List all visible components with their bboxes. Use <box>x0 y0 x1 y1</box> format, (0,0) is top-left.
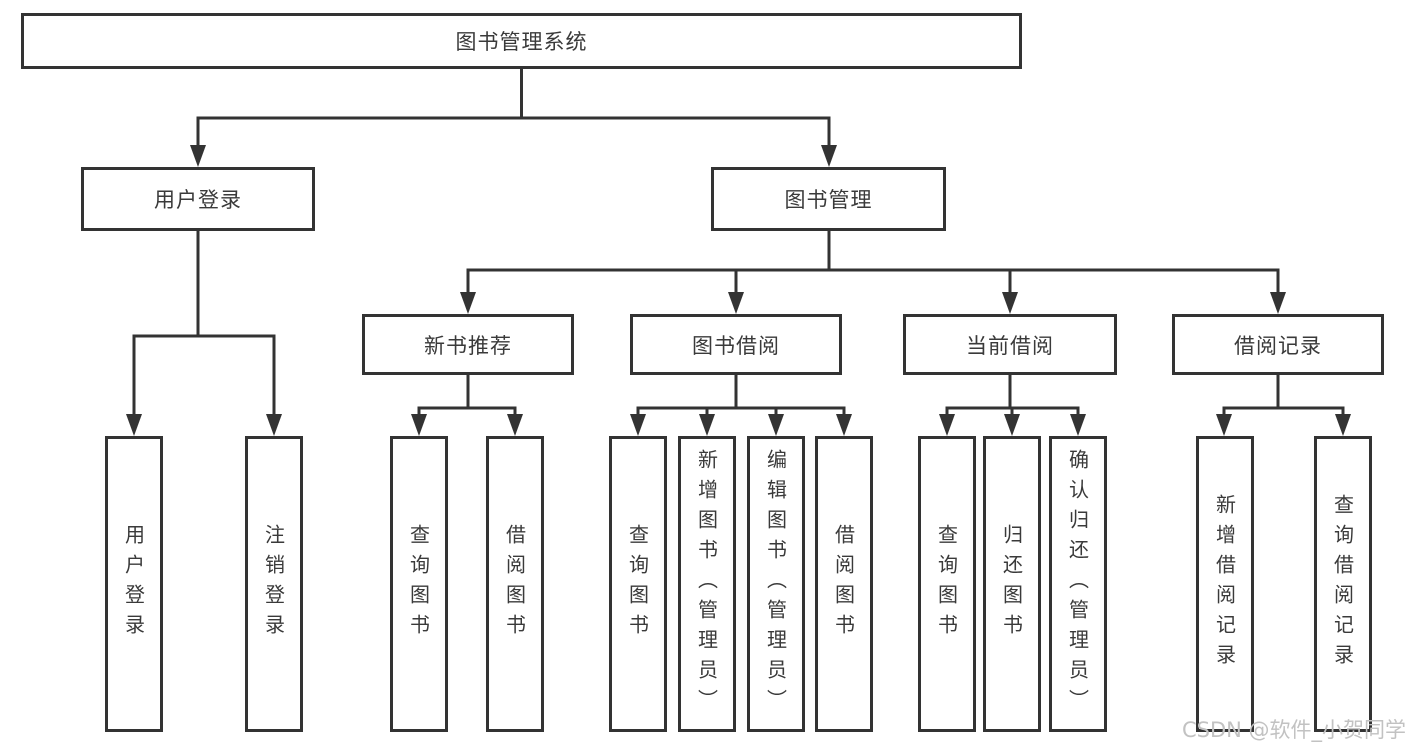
leaf-logout: 注销登录 <box>245 436 303 732</box>
leaf-label: 借阅图书 <box>502 524 527 644</box>
leaf-label: 查询图书 <box>406 524 431 644</box>
leaf-label: 注销登录 <box>261 524 286 644</box>
leaf-label: 确认归还（管理员） <box>1065 449 1090 719</box>
leaf-query-borrow-record: 查询借阅记录 <box>1314 436 1372 732</box>
node-system-root: 图书管理系统 <box>21 13 1022 69</box>
node-book-borrow: 图书借阅 <box>630 314 842 375</box>
leaf-confirm-return-admin: 确认归还（管理员） <box>1049 436 1107 732</box>
node-label: 图书管理 <box>784 188 873 212</box>
leaf-label: 归还图书 <box>999 524 1024 644</box>
leaf-add-borrow-record: 新增借阅记录 <box>1196 436 1254 732</box>
node-label: 用户登录 <box>154 188 242 212</box>
node-user-login: 用户登录 <box>81 167 315 231</box>
leaf-borrow-books-recommend: 借阅图书 <box>486 436 544 732</box>
leaf-user-login: 用户登录 <box>105 436 163 732</box>
node-label: 当前借阅 <box>966 333 1054 358</box>
arrowheads <box>126 145 1351 436</box>
node-book-management: 图书管理 <box>711 167 946 231</box>
leaf-label: 查询图书 <box>625 524 650 644</box>
leaf-label: 编辑图书（管理员） <box>763 449 788 719</box>
node-label: 借阅记录 <box>1234 333 1322 358</box>
leaf-return-books: 归还图书 <box>983 436 1041 732</box>
node-label: 图书管理系统 <box>455 30 588 54</box>
leaf-query-books-recommend: 查询图书 <box>390 436 448 732</box>
leaf-label: 新增图书（管理员） <box>694 449 719 719</box>
leaf-edit-books-admin: 编辑图书（管理员） <box>747 436 805 732</box>
leaf-add-books-admin: 新增图书（管理员） <box>678 436 736 732</box>
node-label: 新书推荐 <box>424 333 512 358</box>
leaf-query-books-current: 查询图书 <box>918 436 976 732</box>
leaf-borrow-books: 借阅图书 <box>815 436 873 732</box>
node-current-borrow: 当前借阅 <box>903 314 1117 375</box>
leaf-label: 用户登录 <box>121 524 146 644</box>
leaf-label: 查询图书 <box>934 524 959 644</box>
leaf-label: 新增借阅记录 <box>1212 494 1237 674</box>
leaf-label: 借阅图书 <box>831 524 856 644</box>
node-label: 图书借阅 <box>692 333 780 358</box>
node-new-book-recommend: 新书推荐 <box>362 314 574 375</box>
leaf-label: 查询借阅记录 <box>1330 494 1355 674</box>
leaf-query-books-borrow: 查询图书 <box>609 436 667 732</box>
node-borrow-records: 借阅记录 <box>1172 314 1384 375</box>
csdn-watermark: CSDN @软件_小贺同学 <box>1182 718 1405 742</box>
